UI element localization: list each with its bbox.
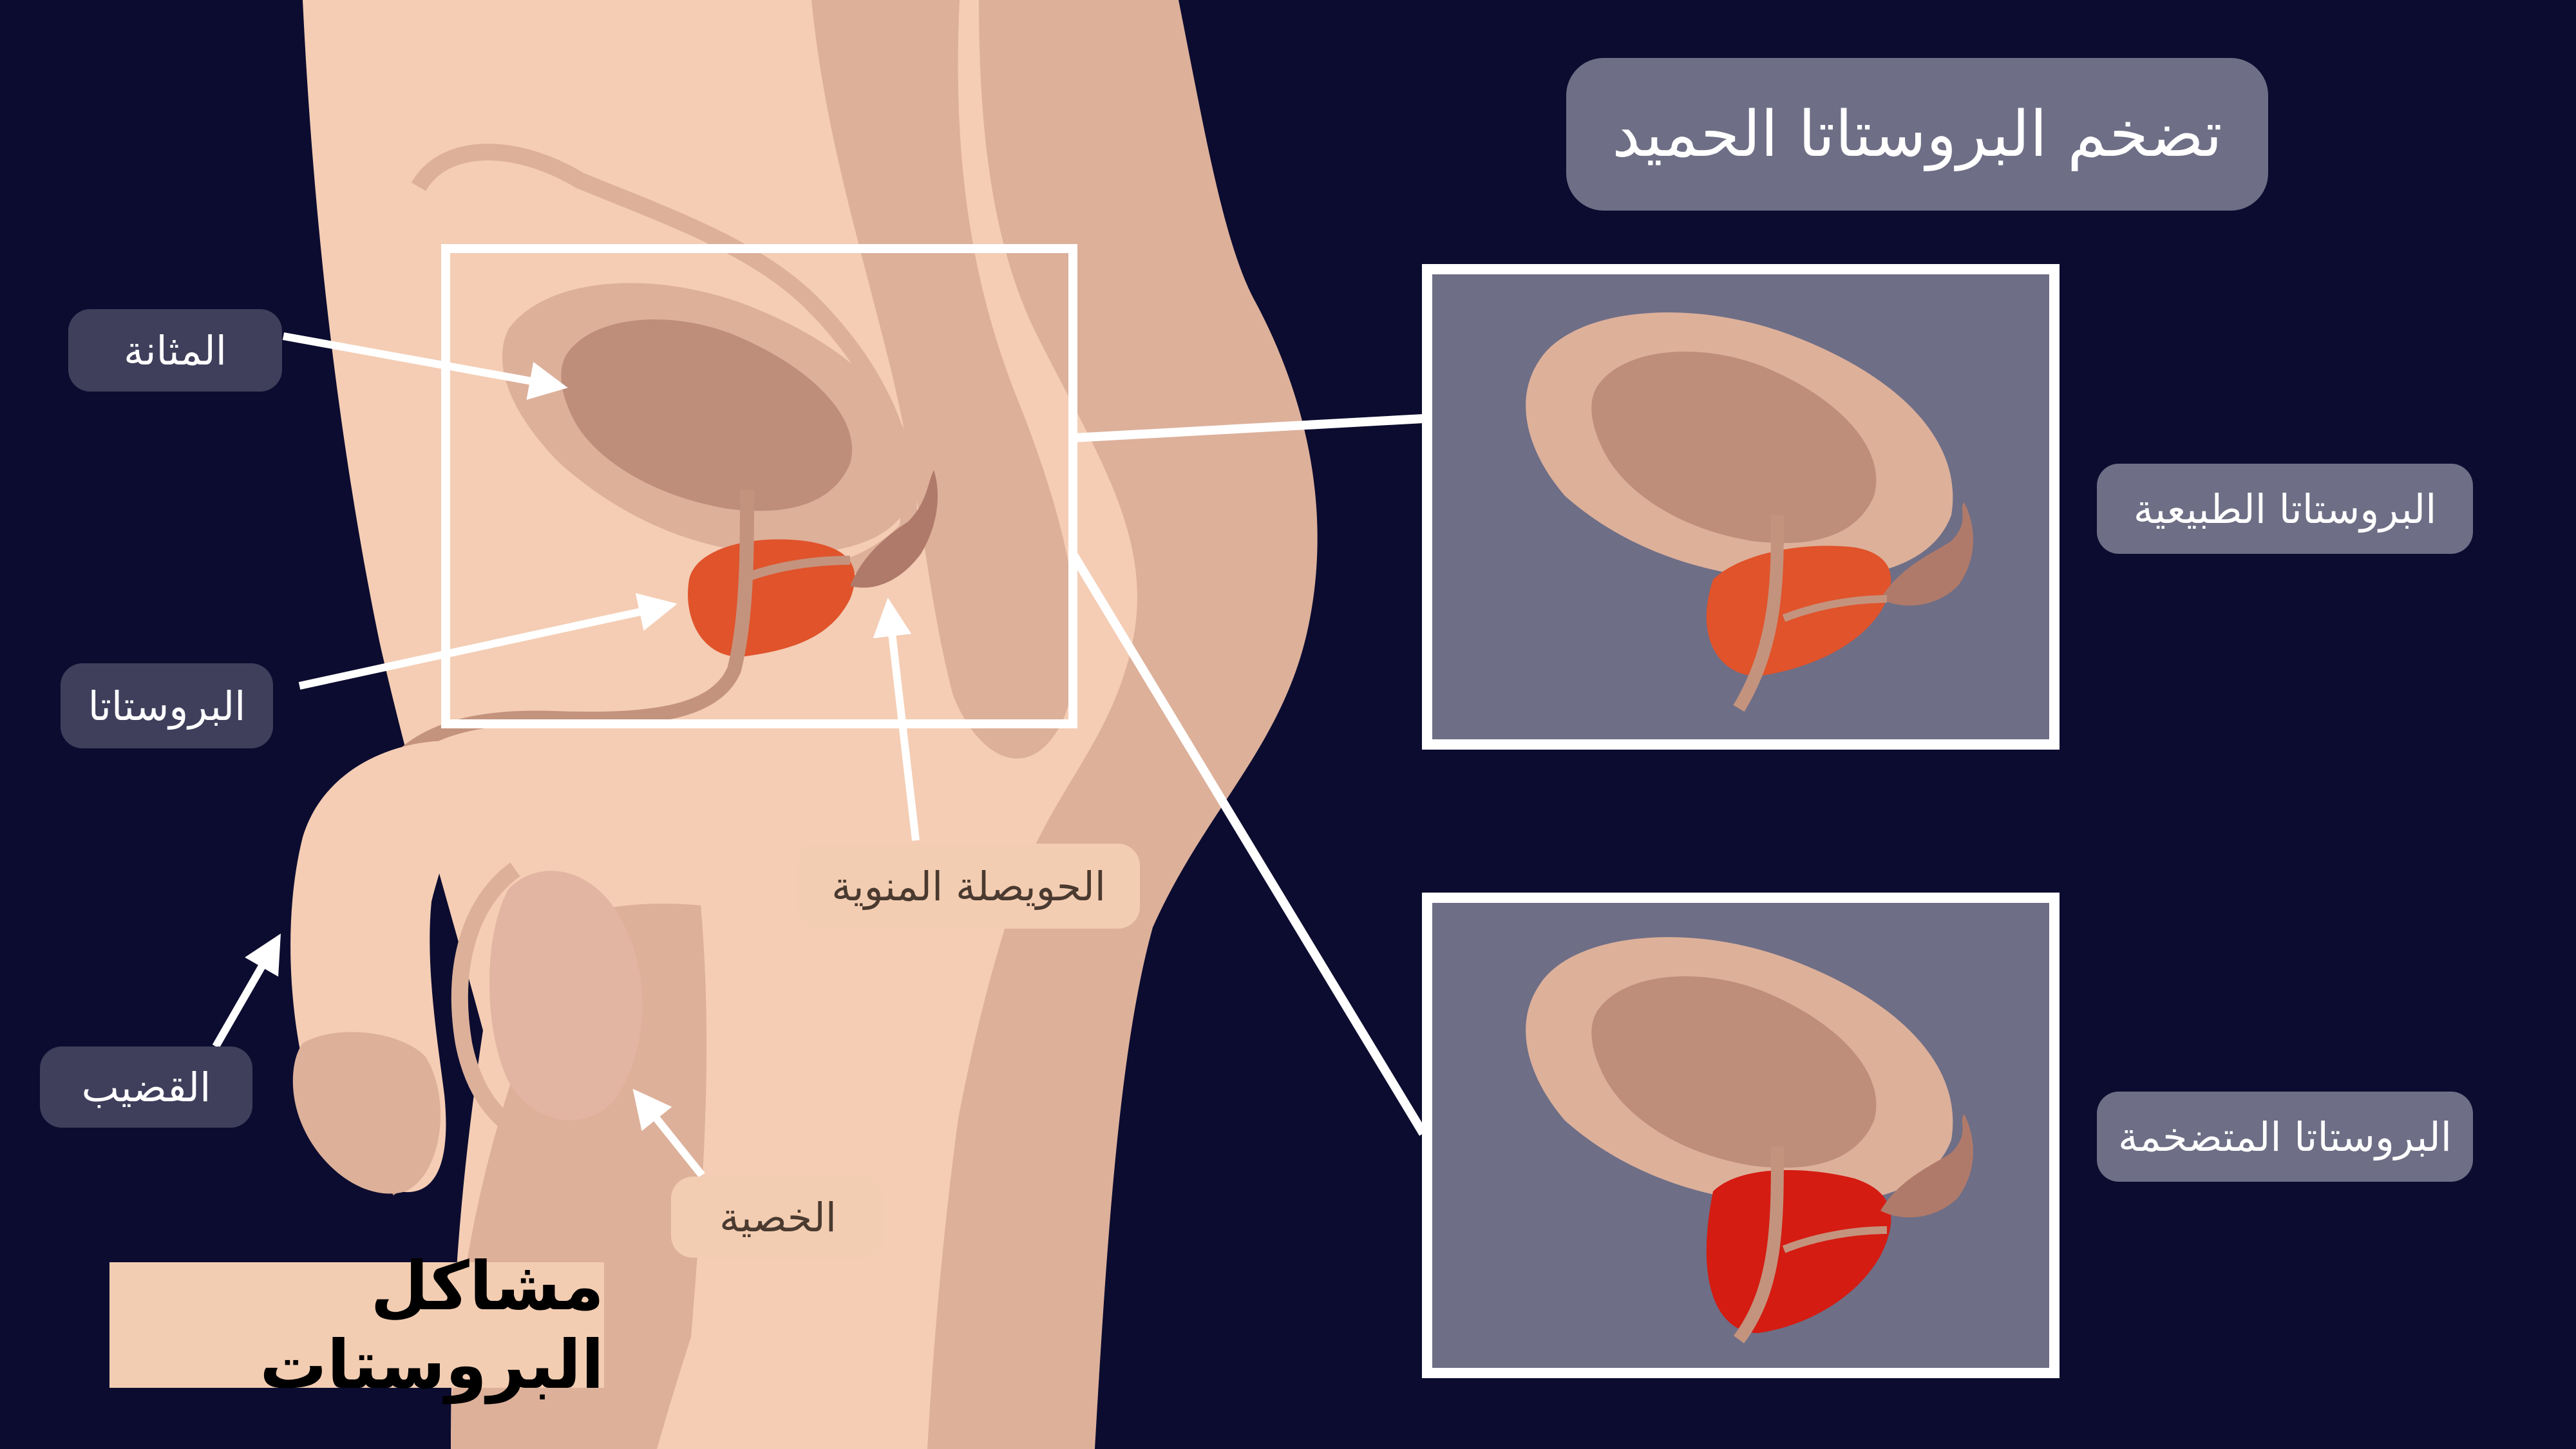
testicle xyxy=(489,871,643,1121)
caption: مشاكل البروستات xyxy=(109,1247,604,1404)
label-testicle: الخصية xyxy=(671,1177,885,1258)
arrow-prostate xyxy=(298,592,677,690)
zoom-frame xyxy=(441,244,1077,728)
arrow-penis xyxy=(212,933,281,1048)
connector-normal xyxy=(1072,414,1424,442)
page-title: تضخم البروستاتا الحميد xyxy=(1566,58,2268,211)
arrow-testicle xyxy=(632,1088,705,1178)
glans xyxy=(292,1032,440,1194)
label-penis: القضيب xyxy=(40,1046,252,1128)
connector-enlarged xyxy=(1069,551,1427,1136)
bladder xyxy=(561,319,853,511)
vas-deferens xyxy=(739,556,851,584)
thigh-skin xyxy=(683,829,1005,1449)
arrow-bladder xyxy=(282,332,568,400)
label-normal-prostate: البروستاتا الطبيعية xyxy=(2097,464,2473,554)
label-arrows xyxy=(212,332,920,1178)
label-prostate: البروستاتا xyxy=(61,663,273,748)
label-enlarged-prostate: البروستاتا المتضخمة xyxy=(2097,1092,2473,1182)
body-shadow-strip xyxy=(811,0,1077,759)
label-seminal-vesicle: الحويصلة المنوية xyxy=(797,844,1140,929)
prostate xyxy=(688,539,855,657)
inset-normal xyxy=(1422,264,2060,750)
label-bladder: المثانة xyxy=(68,309,282,392)
inset-enlarged xyxy=(1422,893,2060,1378)
seminal-vesicle xyxy=(850,470,938,588)
arrow-seminal-vesicle xyxy=(873,598,920,841)
